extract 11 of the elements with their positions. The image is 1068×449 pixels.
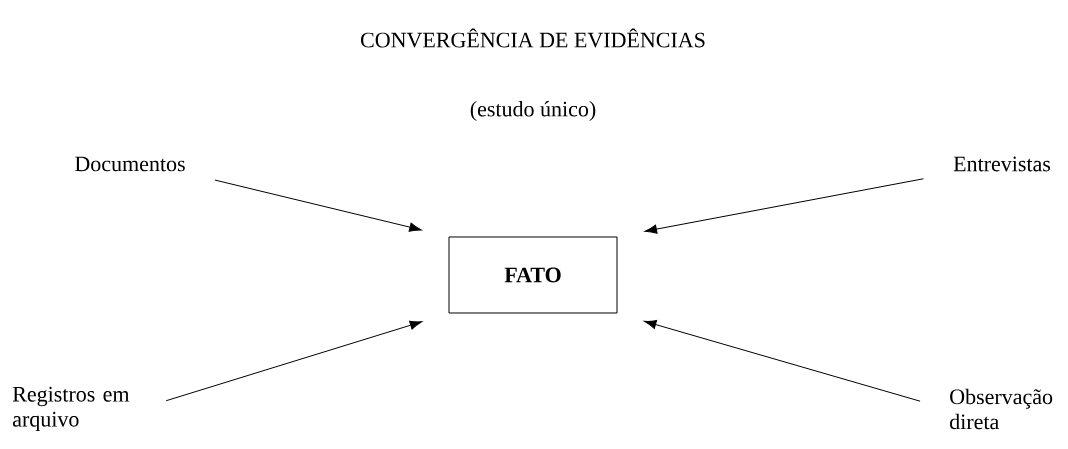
title: CONVERGÊNCIA DE EVIDÊNCIAS [361,28,705,48]
arrow [644,320,921,402]
source-label: Entrevistas [953,156,1051,172]
source-label: Observação direta [950,388,1053,430]
arrow [165,320,423,402]
source-label: Documentos [75,156,185,172]
arrow [214,179,422,232]
subtitle: (estudo único) [470,101,596,121]
arrow [644,178,924,234]
source-label: Registros em arquivo [12,386,130,432]
fact-box: FATO [448,236,618,314]
